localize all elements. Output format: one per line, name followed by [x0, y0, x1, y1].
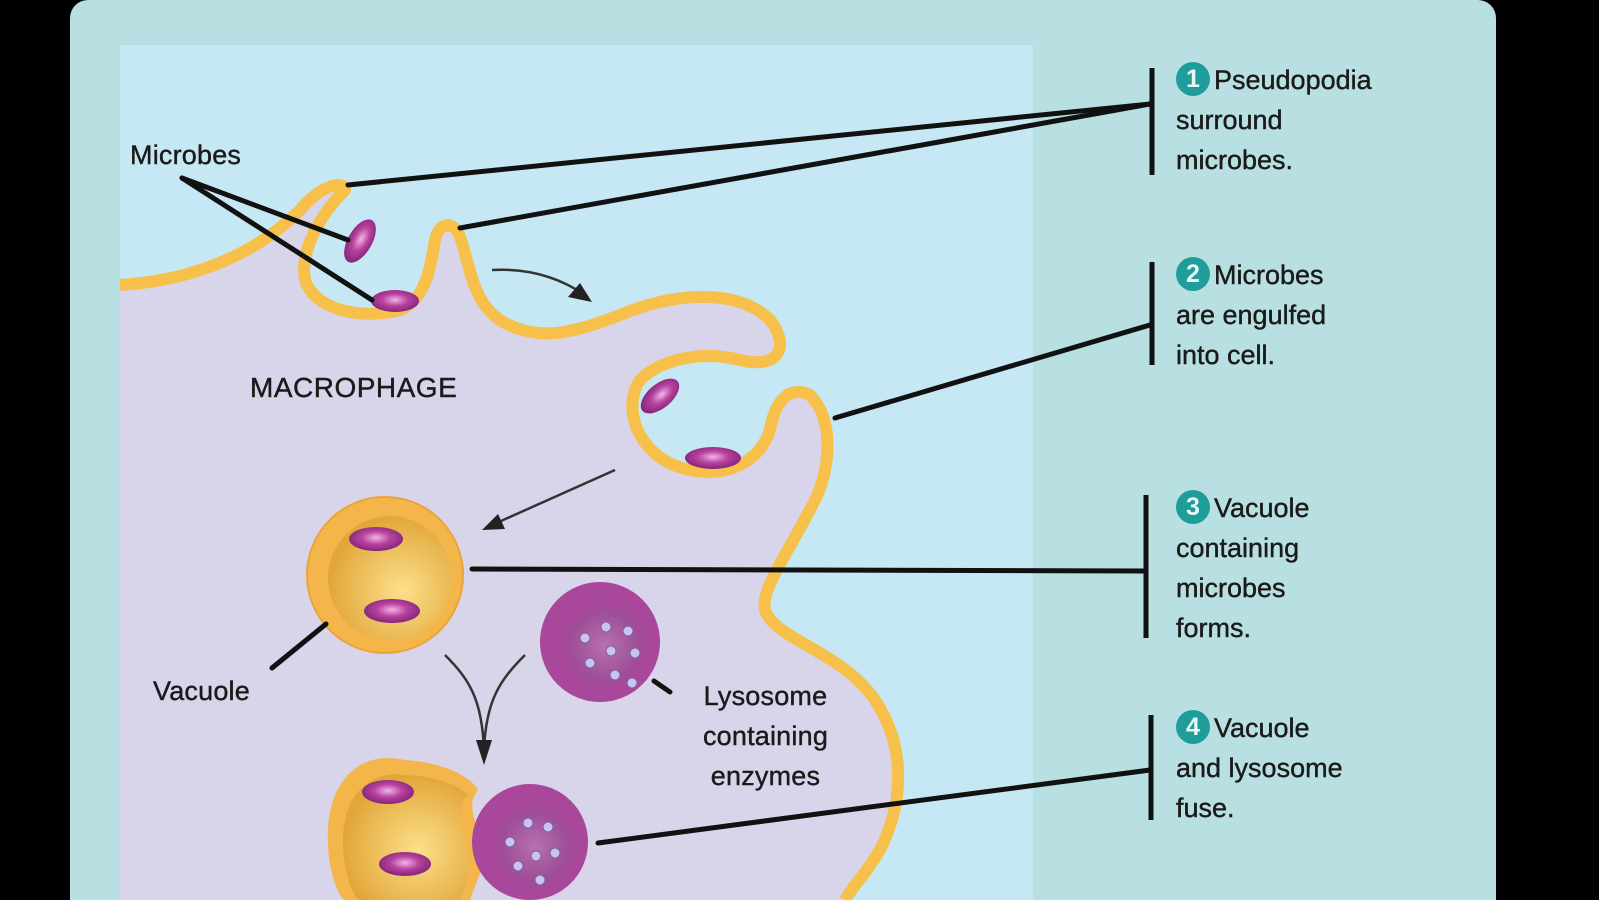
step-text: surround [1176, 105, 1283, 135]
label-vacuole: Vacuole [153, 676, 250, 706]
step-text: and lysosome [1176, 753, 1343, 783]
label-lysosome: Lysosome containing enzymes [688, 676, 843, 796]
step-text: into cell. [1176, 340, 1276, 370]
step-text: microbes. [1176, 145, 1294, 175]
label-microbes: Microbes [130, 140, 242, 170]
step-text: Microbes [1214, 260, 1324, 290]
step-badge: 1 [1176, 62, 1210, 96]
step-text: Pseudopodia [1214, 65, 1372, 95]
label-lysosome-line: Lysosome [703, 681, 828, 711]
arrow-2-to-3 [491, 468, 616, 527]
label-macrophage: MACROPHAGE [250, 372, 458, 403]
microbe [640, 378, 680, 414]
arrow-head [482, 514, 505, 530]
cell-membrane [119, 179, 905, 900]
arrow-3-to-4 [444, 654, 526, 751]
microbe [685, 447, 741, 469]
step-badge: 4 [1176, 710, 1210, 744]
fusing-vacuole-lysosome [327, 758, 588, 900]
step-text: Vacuole [1214, 493, 1310, 523]
arrow-head [476, 740, 492, 765]
macrophage-cytoplasm [120, 185, 899, 900]
leader-lines [179, 68, 1155, 846]
step-text: Vacuole [1214, 713, 1310, 743]
step-text: microbes [1176, 573, 1286, 603]
microbe [371, 290, 419, 312]
vacuole [306, 496, 464, 654]
step-text: containing [1176, 533, 1300, 563]
label-lysosome-line: enzymes [710, 761, 821, 791]
microbe [344, 219, 376, 263]
step-text: are engulfed [1176, 300, 1327, 330]
arrow-head [568, 283, 592, 302]
label-lysosome-line: containing [702, 721, 829, 751]
step-text: fuse. [1176, 793, 1235, 823]
lysosome [540, 582, 660, 702]
step-text: forms. [1176, 613, 1252, 643]
step-badge: 3 [1176, 490, 1210, 524]
step-badge: 2 [1176, 257, 1210, 291]
